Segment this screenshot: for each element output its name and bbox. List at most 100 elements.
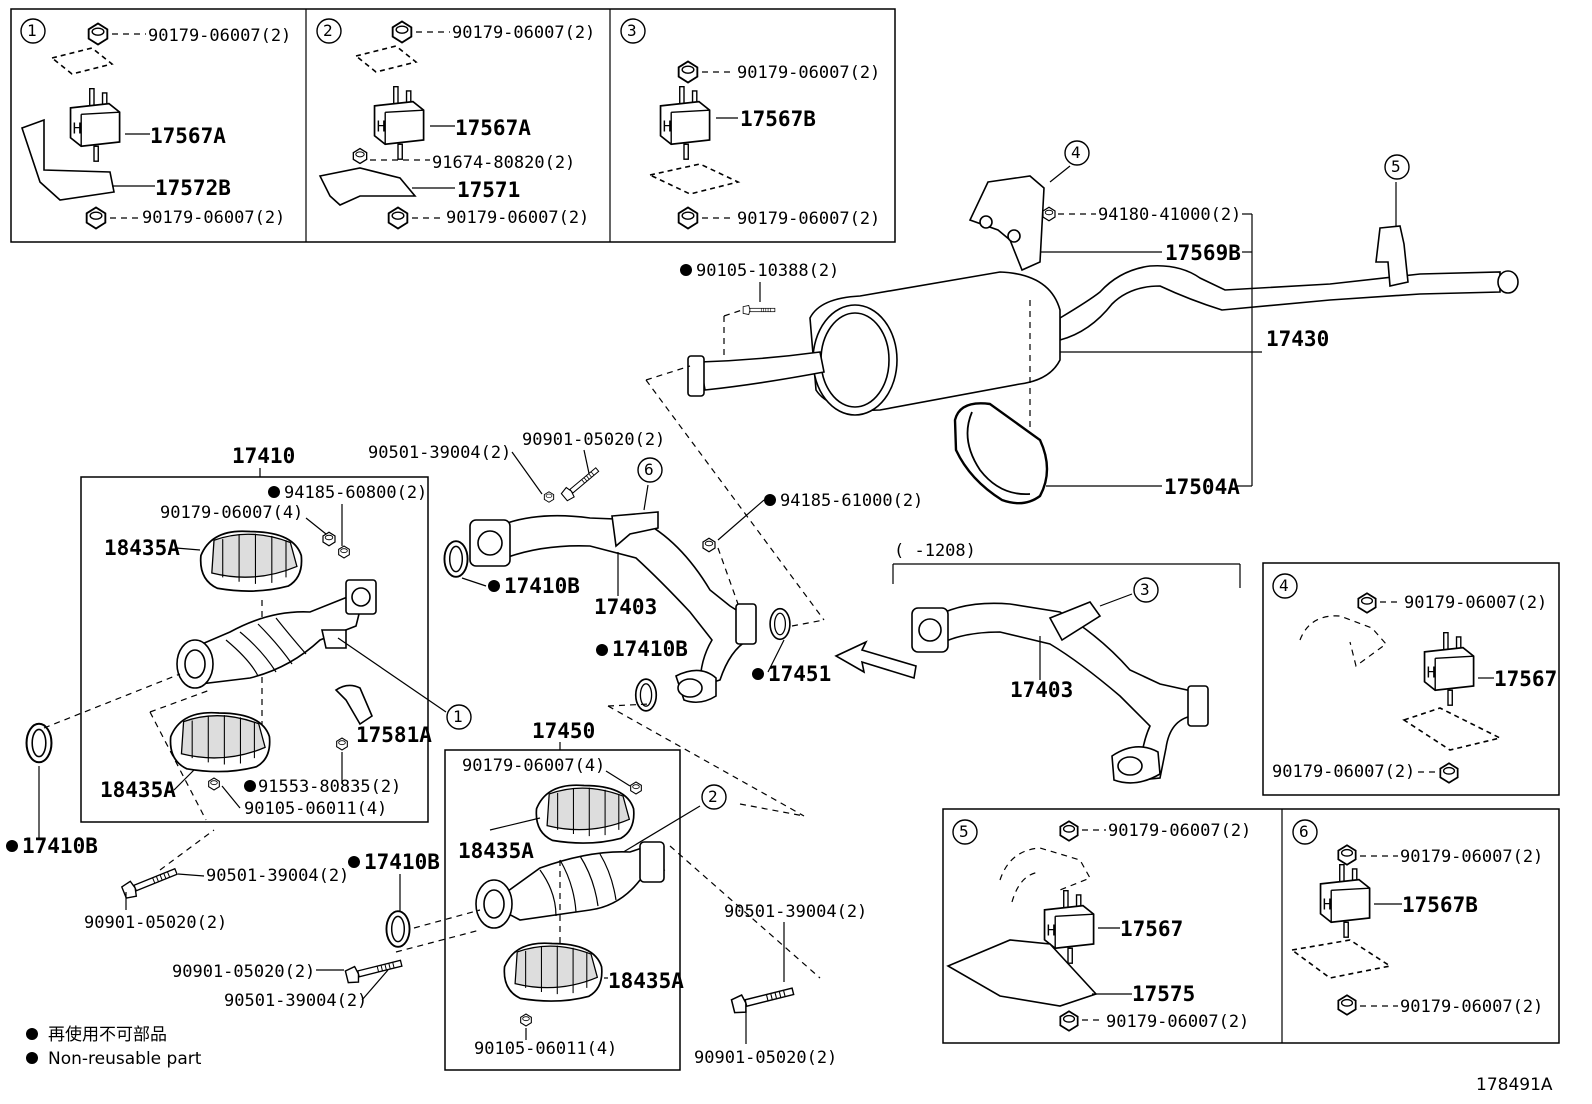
inset-1-nut-bottom-label: 90179-06007(2) <box>142 208 285 228</box>
bracket-icon <box>946 939 1098 1007</box>
nut-icon <box>702 537 716 553</box>
hanger-strap-icon <box>953 402 1049 505</box>
arrow-icon <box>834 640 917 680</box>
rear-nut-label: 90179-06007(4) <box>462 756 605 776</box>
front-conv-bottom-label: 18435A <box>100 778 176 802</box>
front-pipe-icon <box>489 514 753 688</box>
inset-6-number: 6 <box>1299 822 1309 841</box>
pipe-nut-c-label: 94185-61000(2) <box>780 491 923 511</box>
nut-icon <box>1337 844 1357 866</box>
non-reusable-bullet-icon <box>26 1028 38 1040</box>
front-conv-top-label: 18435A <box>104 536 180 560</box>
inset-5-bracket-label: 17575 <box>1132 982 1195 1006</box>
lower-left-fasteners: 90501-39004(2) 90901-05020(2) 17410B 909… <box>84 829 867 1068</box>
front-bracket-label: 17581A <box>356 723 432 747</box>
inset-1-number: 1 <box>27 21 37 40</box>
nut-icon <box>322 531 336 547</box>
bolt-icon <box>1042 206 1056 222</box>
non-reusable-bullet-icon <box>26 1052 38 1064</box>
non-reusable-bullet-icon <box>244 780 256 792</box>
inset-2-bracket-label: 17571 <box>457 178 520 202</box>
alt-callout-3: 3 <box>1140 580 1150 599</box>
rear-bolt-label: 90105-06011(4) <box>474 1039 617 1059</box>
inset-6-mount-label: 17567B <box>1402 893 1478 917</box>
heat-shield-icon <box>503 942 603 1002</box>
legend-japanese: 再使用不可部品 <box>48 1024 167 1045</box>
rear-group-label: 17450 <box>532 719 595 743</box>
inset-4-number: 4 <box>1279 576 1289 595</box>
front-screw-label: 91553-80835(2) <box>258 777 401 797</box>
front-bolt-label: 90105-06011(4) <box>244 799 387 819</box>
pipe-gasket-b-label: 17410B <box>612 637 688 661</box>
nut-icon <box>1357 592 1377 614</box>
gasket-icon <box>25 722 53 764</box>
nut-icon <box>1439 762 1459 784</box>
nut-icon <box>387 206 409 230</box>
inset-5-nut-bottom-label: 90179-06007(2) <box>1106 1012 1249 1032</box>
non-reusable-bullet-icon <box>764 494 776 506</box>
nut-icon <box>1059 820 1079 842</box>
muffler-bracket-label: 17569B <box>1165 241 1241 265</box>
nut-icon <box>85 206 107 230</box>
gasket-icon <box>634 678 658 712</box>
non-reusable-bullet-icon <box>596 644 608 656</box>
non-reusable-bullet-icon <box>752 668 764 680</box>
mount-icon <box>69 88 121 163</box>
bolt-icon <box>559 464 602 503</box>
front-pipe-group: 90501-39004(2) 90901-05020(2) 6 17403 17… <box>368 365 923 712</box>
washer-icon <box>543 491 555 503</box>
pipe-gasket-a-label: 17410B <box>504 574 580 598</box>
lower-left-bolt-c-label: 90901-05020(2) <box>172 962 315 982</box>
lower-left-bolt-f-label: 90901-05020(2) <box>694 1048 837 1068</box>
bracket-icon <box>20 118 115 201</box>
inset-5-6-frame <box>942 808 1560 1044</box>
inset-3-nut-top-label: 90179-06007(2) <box>737 63 880 83</box>
inset-1-nut-top-label: 90179-06007(2) <box>148 26 291 46</box>
muffler-inlet-icon <box>699 351 825 391</box>
bolt-icon <box>730 981 796 1016</box>
gasket-icon <box>385 910 411 948</box>
muffler-hanger-label: 17504A <box>1164 475 1240 499</box>
inset-5-number: 5 <box>959 822 969 841</box>
front-nut-r-label: 94185-60800(2) <box>284 483 427 503</box>
nut-icon <box>87 22 109 46</box>
lower-left-bolt-d-label: 90501-39004(2) <box>224 991 367 1011</box>
bolt-icon <box>344 954 404 986</box>
rear-conv-top-label: 18435A <box>458 839 534 863</box>
legend-english: Non-reusable part <box>48 1049 202 1069</box>
pipe-gasket-c-label: 17451 <box>768 662 831 686</box>
inset-2-mount-label: 17567A <box>455 116 531 140</box>
bracket-icon <box>318 167 417 206</box>
legend: 再使用不可部品 Non-reusable part <box>26 1024 202 1069</box>
pipe-bolt-b-label: 90901-05020(2) <box>522 430 665 450</box>
front-group-frame <box>80 476 429 823</box>
pipe-bracket-icon <box>611 511 659 548</box>
inset-4-frame <box>1262 562 1560 796</box>
inset-4-nut-top-label: 90179-06007(2) <box>1404 593 1547 613</box>
inset-1-mount-label: 17567A <box>150 124 226 148</box>
rear-callout-2: 2 <box>708 787 718 806</box>
muffler-callout-4: 4 <box>1071 143 1081 162</box>
converter-bracket-icon <box>334 684 373 726</box>
bolt-icon <box>520 1013 532 1027</box>
non-reusable-bullet-icon <box>680 264 692 276</box>
lower-left-bolt-a-label: 90501-39004(2) <box>206 866 349 886</box>
inset-2: 2 90179-06007(2) 17567A 91674-80820(2) 1… <box>316 18 595 230</box>
mount-icon <box>373 86 425 161</box>
nut-icon <box>677 60 699 84</box>
non-reusable-bullet-icon <box>348 856 360 868</box>
nut-icon <box>391 20 413 44</box>
pipe-bracket-icon <box>1048 601 1102 642</box>
inset-4: 4 90179-06007(2) 17567 90179-06007(2) <box>1272 573 1557 784</box>
gasket-icon <box>769 607 791 641</box>
inset-6-nut-bottom-label: 90179-06007(2) <box>1400 997 1543 1017</box>
inset-6: 6 90179-06007(2) 17567B 90179-06007(2) <box>1290 819 1543 1017</box>
inset-3-nut-bottom-label: 90179-06007(2) <box>737 209 880 229</box>
front-nut-label: 90179-06007(4) <box>160 503 303 523</box>
inset-2-nut-bottom-label: 90179-06007(2) <box>446 208 589 228</box>
mount-icon <box>1319 864 1371 939</box>
pipe-bolt-a-label: 90501-39004(2) <box>368 443 511 463</box>
rear-converter-group: 90179-06007(4) 18435A 2 18435A 90105-060… <box>458 703 821 1059</box>
inset-3: 3 90179-06007(2) 17567B 90179-06007(2) <box>620 18 880 230</box>
alt-pipe-group: ( -1208) 3 17403 <box>892 541 1241 784</box>
